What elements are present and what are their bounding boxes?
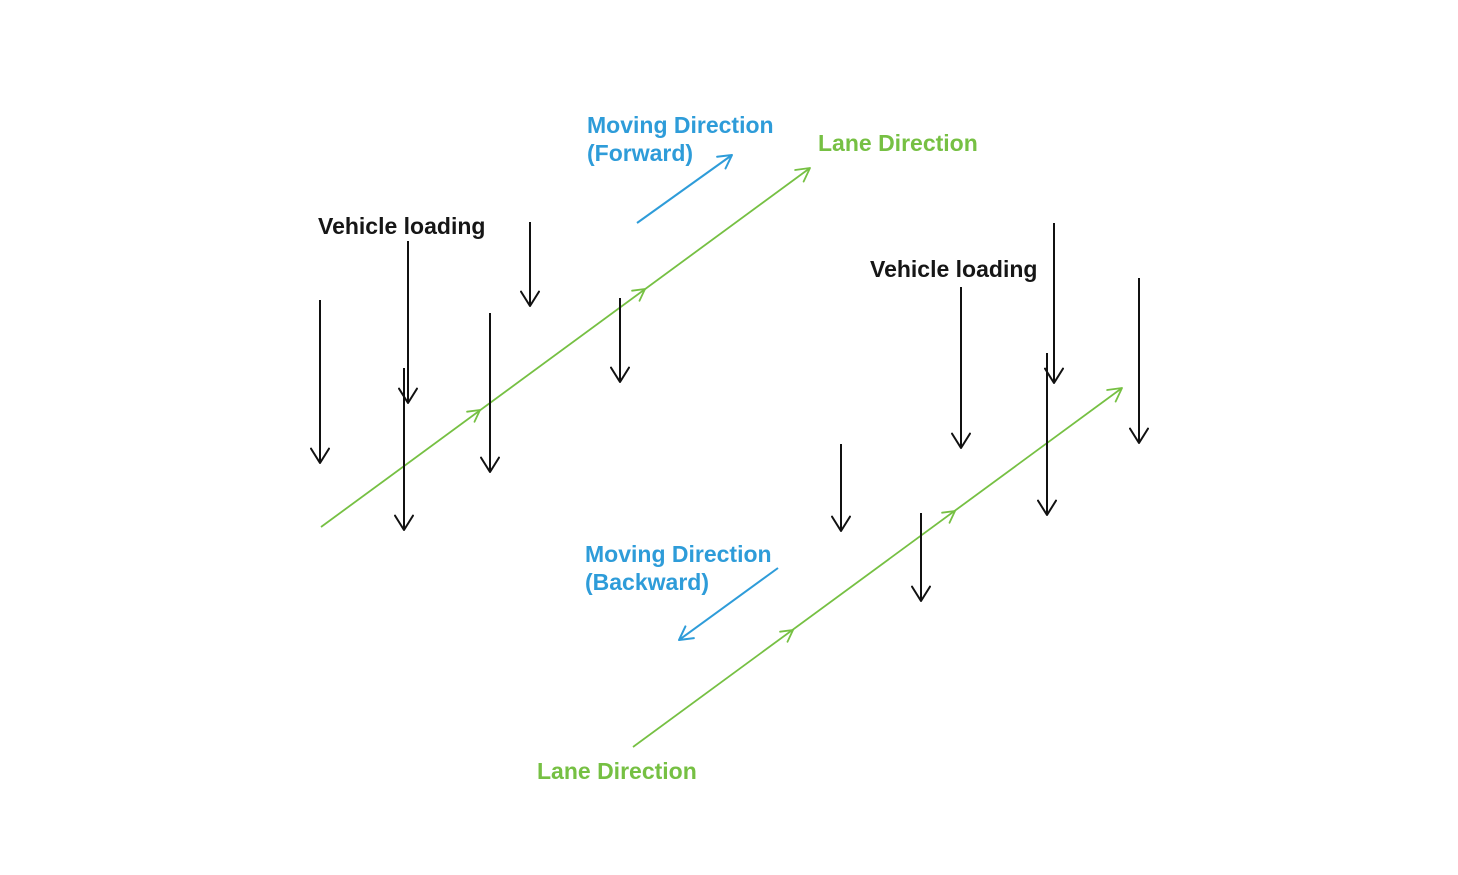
lane-line-forward: [320, 167, 811, 528]
moving-direction-forward-arrow-head: [716, 154, 733, 170]
moving-direction-backward-label: Moving Direction (Backward): [585, 540, 772, 596]
vehicle-loading-arrow-backward-8-head: [911, 585, 931, 602]
moving-direction-forward-arrow: [636, 154, 733, 224]
moving-direction-backward-line2: (Backward): [585, 569, 709, 595]
vehicle-loading-arrow-forward-1-head: [310, 447, 330, 464]
vehicle-loading-arrow-forward-2-head: [398, 387, 418, 404]
moving-direction-forward-label: Moving Direction (Forward): [587, 111, 774, 167]
moving-direction-forward-line1: Moving Direction: [587, 112, 774, 138]
vehicle-loading-arrow-forward-3-head: [394, 514, 414, 531]
vehicle-loading-arrow-forward-6-head: [610, 366, 630, 383]
vehicle-loading-arrow-backward-9-head: [951, 432, 971, 449]
lane-direction-label-bottom: Lane Direction: [537, 758, 697, 784]
vehicle-loading-arrow-backward-11-head: [1037, 499, 1057, 516]
lane-direction-label-top: Lane Direction: [818, 130, 978, 156]
vehicle-loading-label-right: Vehicle loading: [870, 256, 1038, 282]
lane-line-forward-mid-arrowhead-1: [466, 409, 481, 423]
moving-direction-backward-arrow: [678, 567, 779, 641]
lane-line-backward-end-arrowhead: [1106, 387, 1123, 403]
moving-direction-forward-line2: (Forward): [587, 140, 694, 166]
lane-line-backward-mid-arrowhead-1: [779, 629, 794, 643]
vehicle-loading-arrow-backward-7-head: [831, 515, 851, 532]
lane-line-forward-mid-arrowhead-2: [631, 288, 646, 302]
lane-line-backward-mid-arrowhead-2: [941, 510, 956, 524]
vehicle-loading-arrow-forward-5-head: [520, 290, 540, 307]
moving-direction-backward-line1: Moving Direction: [585, 541, 772, 567]
vehicle-loading-arrow-forward-4-head: [480, 456, 500, 473]
lane-line-forward-end-arrowhead: [794, 167, 811, 183]
vehicle-loading-arrow-backward-12-head: [1129, 427, 1149, 444]
moving-direction-backward-arrow-head: [678, 625, 695, 641]
lane-line-backward: [632, 387, 1123, 748]
vehicle-loading-label-left: Vehicle loading: [318, 213, 486, 239]
